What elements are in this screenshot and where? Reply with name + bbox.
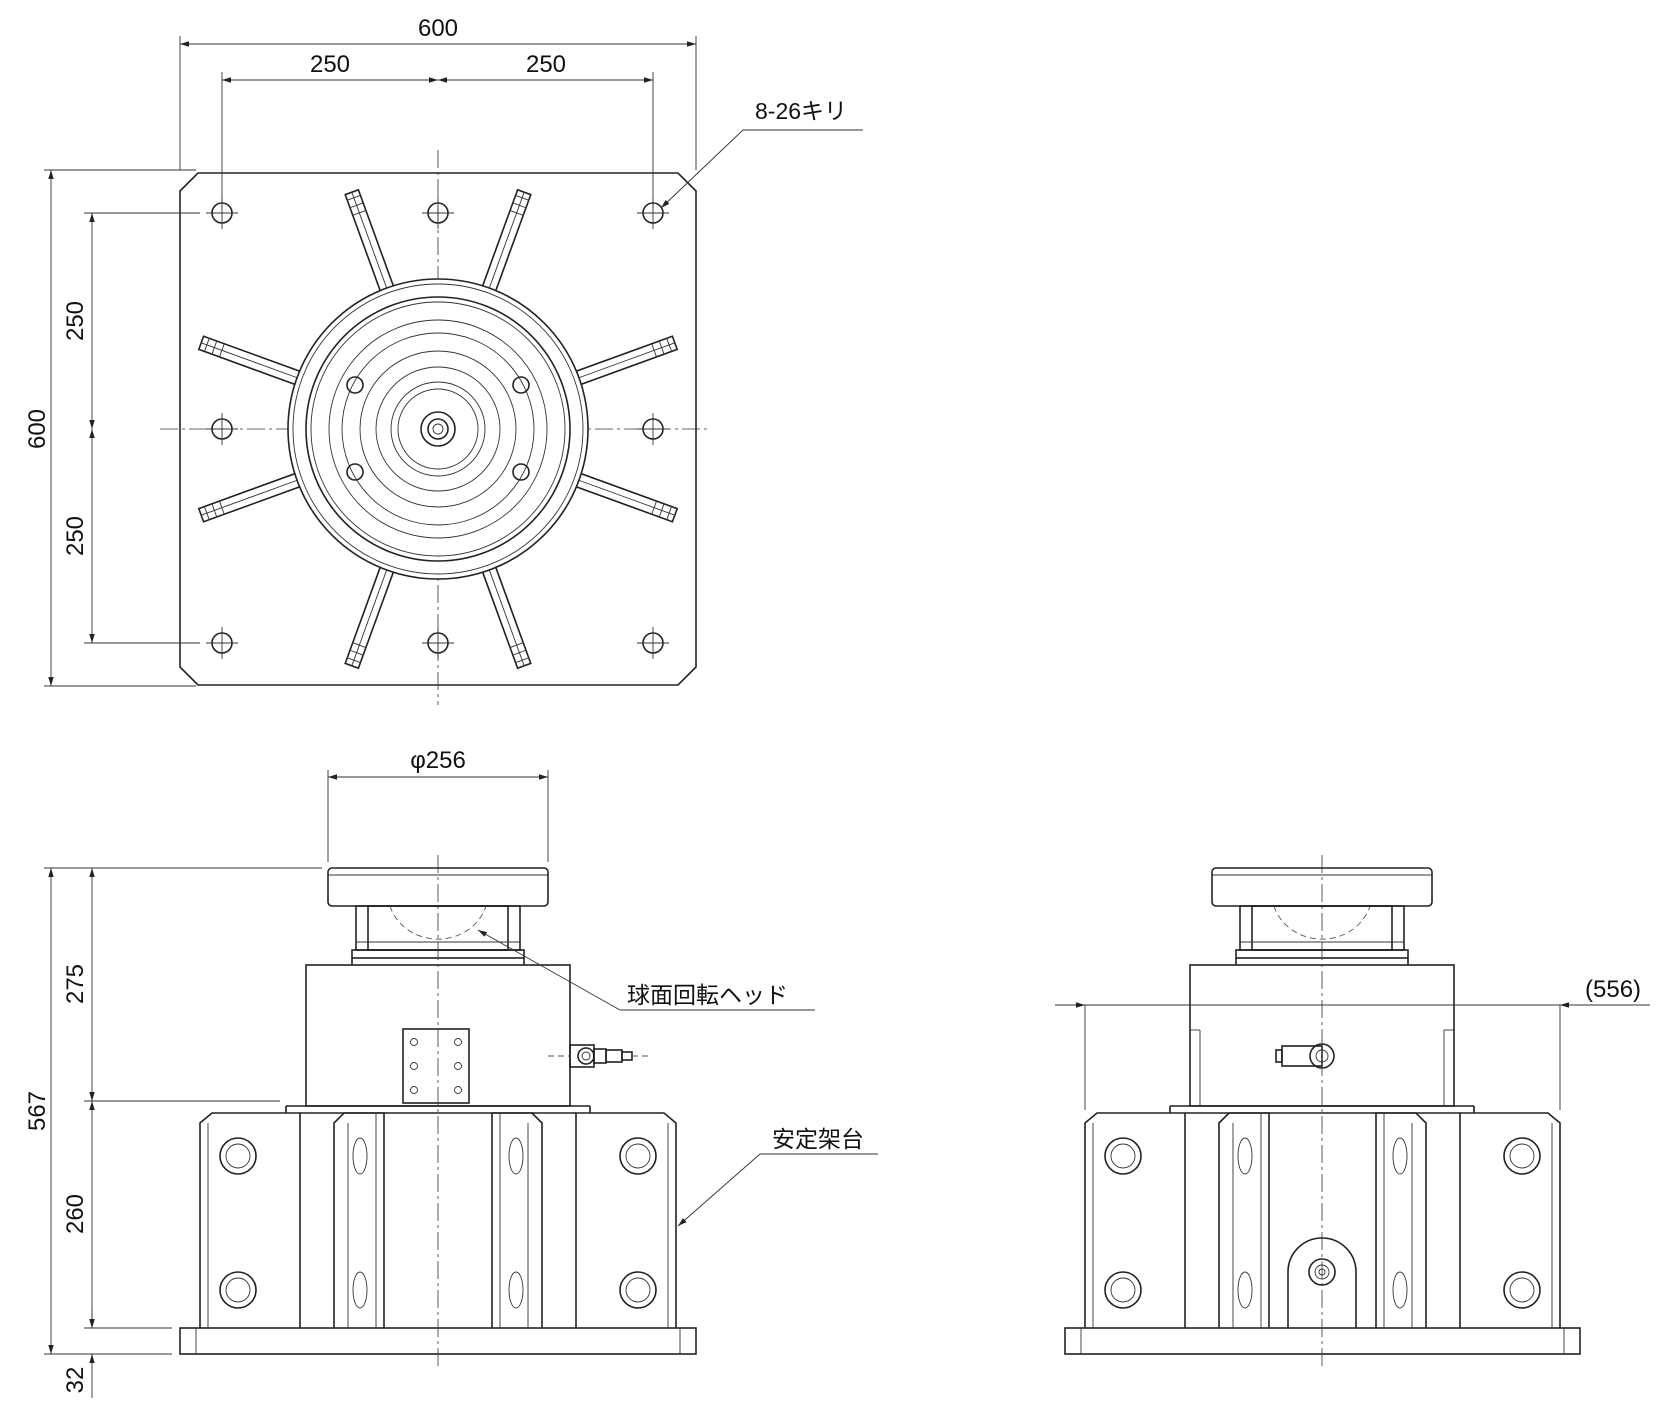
dim-overall-height: 600 [24, 409, 51, 449]
dim-vertical-pitch-lower: 250 [62, 516, 89, 556]
side-base-plate [1064, 1327, 1581, 1355]
radial-rib [197, 335, 310, 389]
mounting-hole [206, 627, 238, 659]
mounting-holes [206, 197, 669, 659]
side-view: (556) [1055, 855, 1650, 1366]
mounting-hole [206, 413, 238, 445]
radial-rib [478, 557, 532, 670]
radial-rib [566, 469, 679, 523]
dim-upper-height: 275 [62, 964, 89, 1004]
stability-stand-side [1084, 1105, 1561, 1328]
mounting-hole [422, 627, 454, 659]
radial-rib [566, 335, 679, 389]
dim-hole-pitch-left: 250 [310, 51, 350, 78]
base-plate-outline [179, 172, 697, 686]
mounting-hole [637, 413, 669, 445]
label-stability-stand: 安定架台 [772, 1126, 864, 1152]
radial-rib [197, 469, 310, 523]
mounting-hole [637, 627, 669, 659]
dim-stand-height: 260 [62, 1194, 89, 1234]
dim-overall-width-ref: (556) [1585, 976, 1641, 1003]
jack-body-front [305, 867, 650, 1107]
top-view: 600 250 250 600 250 250 8-26キリ [24, 15, 863, 705]
dim-total-height: 567 [24, 1091, 51, 1131]
radial-rib [344, 557, 398, 670]
dim-base-thickness: 32 [62, 1367, 89, 1394]
head-top-view [287, 278, 589, 580]
hole-note: 8-26キリ [755, 98, 847, 124]
radial-rib [344, 188, 398, 301]
front-view: φ256 567 275 260 32 球面回転ヘッド 安定架台 [24, 747, 878, 1398]
dim-vertical-pitch-upper: 250 [62, 301, 89, 341]
dim-head-diameter: φ256 [410, 747, 466, 774]
radial-rib [478, 188, 532, 301]
mounting-hole [422, 197, 454, 229]
dim-overall-width: 600 [418, 15, 458, 42]
label-spherical-head: 球面回転ヘッド [627, 982, 788, 1008]
dim-hole-pitch-right: 250 [526, 51, 566, 78]
